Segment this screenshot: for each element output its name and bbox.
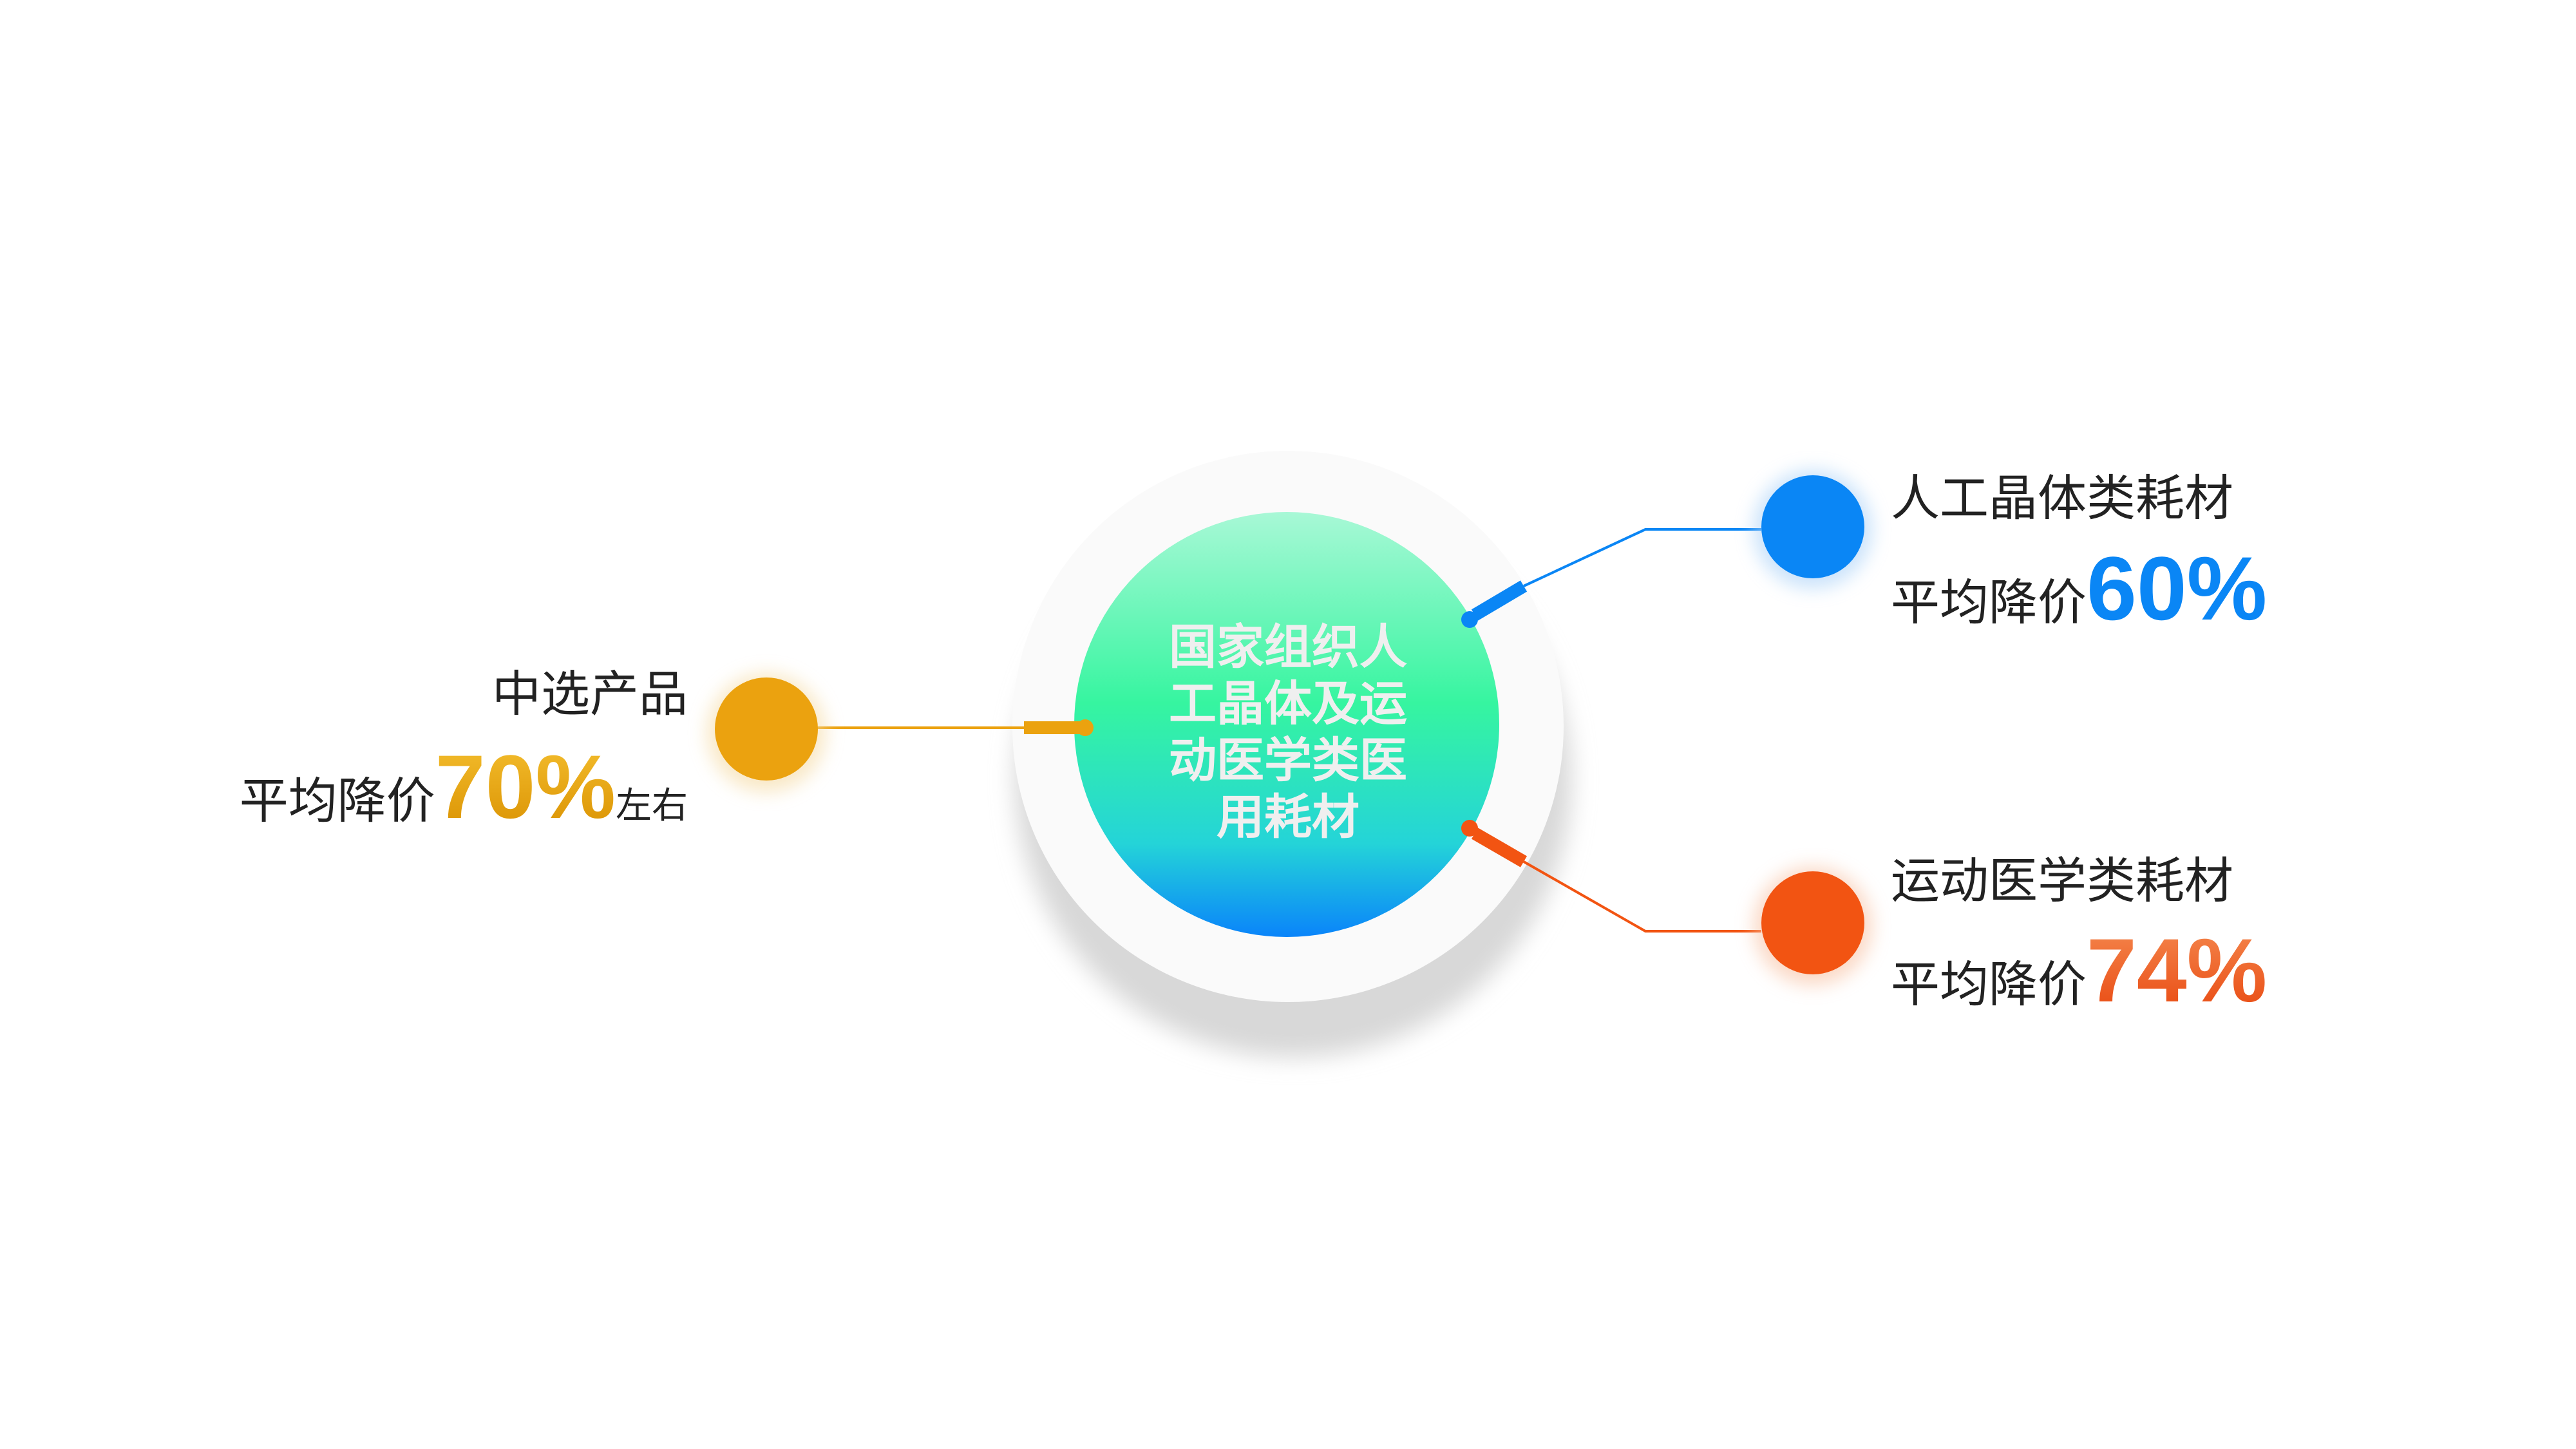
left-title: 中选产品 [492,665,688,723]
connector-top-right [1461,528,1761,628]
bottom-right-prefix: 平均降价 [1891,956,2087,1013]
left-value: 70% [435,736,616,837]
left-suffix: 左右 [616,785,688,827]
bottom-right-title: 运动医学类耗材 [1891,852,2233,909]
dot-left [715,677,818,781]
center-line-2: 工晶体及运 [1169,676,1407,732]
bottom-right-value: 74% [2087,920,2267,1021]
top-right-title: 人工晶体类耗材 [1891,469,2233,527]
connector-bottom-right [1461,820,1761,933]
bottom-right-price-line: 平均降价74% [1891,920,2267,1021]
top-right-prefix: 平均降价 [1891,574,2087,631]
center-line-1: 国家组织人 [1169,620,1407,675]
center-line-4: 用耗材 [1217,790,1359,845]
left-prefix: 平均降价 [240,772,435,829]
top-right-price-line: 平均降价60% [1891,538,2267,639]
center-circle [1074,512,1499,937]
top-right-value: 60% [2087,538,2267,639]
connector-left [815,719,1094,736]
dot-bottom-right [1761,871,1864,974]
center-line-3: 动医学类医 [1169,733,1407,788]
dot-top-right [1761,475,1864,578]
left-price-line: 平均降价70%左右 [240,736,688,837]
